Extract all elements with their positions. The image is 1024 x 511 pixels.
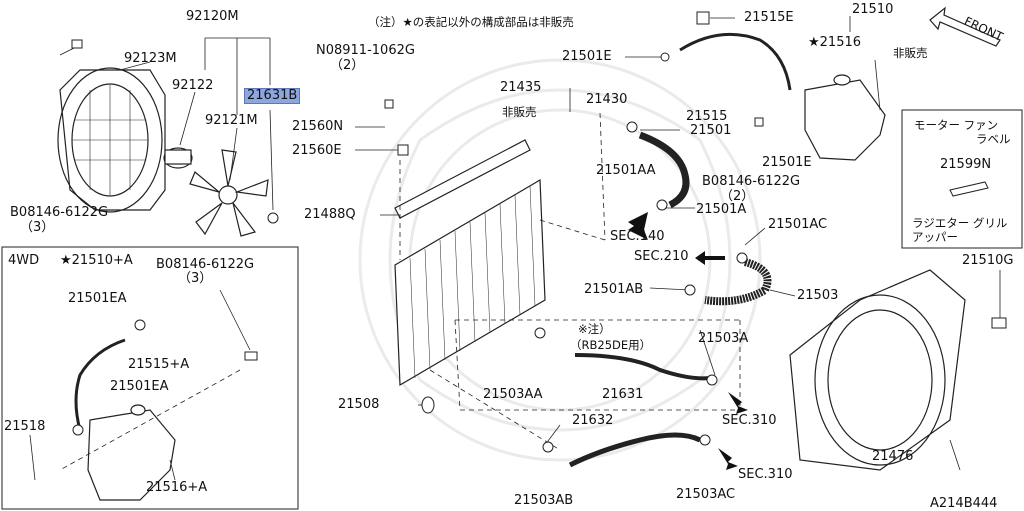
upper-hose-drawing: [638, 131, 690, 209]
radiator-drawing: [394, 139, 546, 387]
part-21435[interactable]: 21435: [500, 80, 542, 95]
part-08146-inset-qty: （3）: [178, 271, 213, 286]
bolts: [71, 11, 1007, 414]
part-21501A[interactable]: 21501A: [696, 202, 747, 217]
part-21515A[interactable]: 21515+A: [128, 357, 190, 372]
nut-drawing: [267, 212, 279, 224]
leader-lines: [29, 16, 1001, 481]
part-21510A[interactable]: ★21510+A: [60, 253, 133, 268]
ref-sec310-b[interactable]: SEC.310: [738, 467, 793, 482]
part-21501AC[interactable]: 21501AC: [768, 217, 828, 232]
part-21518[interactable]: 21518: [4, 419, 46, 434]
inset-4wd-title: 4WD: [8, 253, 40, 268]
fan-blade-drawing: [189, 149, 269, 237]
part-92120M[interactable]: 92120M: [186, 9, 239, 24]
part-21560N[interactable]: 21560N: [292, 119, 344, 134]
part-21501[interactable]: 21501: [690, 123, 732, 138]
part-21503AA[interactable]: 21503AA: [483, 387, 543, 402]
hose-21632-drawing: [568, 432, 702, 468]
part-21510[interactable]: 21510: [852, 2, 894, 17]
part-08146-inset[interactable]: B08146-6122G: [156, 257, 255, 272]
part-08146-left[interactable]: B08146-6122G: [10, 205, 109, 220]
label-box-line4: アッパー: [912, 230, 958, 244]
part-21503AB[interactable]: 21503AB: [514, 493, 574, 508]
part-21476[interactable]: 21476: [872, 449, 914, 464]
hose-21631-drawing: [574, 353, 711, 381]
part-21501EA-2[interactable]: 21501EA: [110, 379, 169, 394]
diagram-id: A214B444: [930, 496, 998, 511]
part-21503[interactable]: 21503: [797, 288, 839, 303]
part-08146-left-qty: （3）: [20, 220, 55, 235]
fan-shroud-drawing: [57, 67, 166, 213]
part-21632[interactable]: 21632: [572, 413, 614, 428]
part-21501E-mid[interactable]: 21501E: [762, 155, 812, 170]
not-sold-label-2: 非販売: [893, 46, 928, 60]
part-21516A[interactable]: 21516+A: [146, 480, 208, 495]
part-21501EA-1[interactable]: 21501EA: [68, 291, 127, 306]
front-arrow-icon: [929, 6, 1001, 47]
hose-clamps: [72, 52, 748, 453]
part-21631B-highlighted[interactable]: 21631B: [244, 88, 301, 104]
part-92121M[interactable]: 92121M: [205, 113, 258, 128]
part-21501AB[interactable]: 21501AB: [584, 282, 644, 297]
part-21501E-top[interactable]: 21501E: [562, 49, 612, 64]
inset-4wd-frame: [1, 246, 299, 510]
fan-motor-drawing: [163, 147, 193, 169]
part-21515[interactable]: 21515: [686, 109, 728, 124]
part-21488Q[interactable]: 21488Q: [304, 207, 356, 222]
overflow-hose-drawing: [679, 32, 792, 91]
ref-sec310-a[interactable]: SEC.310: [722, 413, 777, 428]
part-21503AC[interactable]: 21503AC: [676, 487, 736, 502]
part-21510G[interactable]: 21510G: [962, 253, 1014, 268]
not-sold-label-1: 非販売: [502, 105, 537, 119]
reservoir-tank-4wd-drawing: [87, 404, 176, 501]
part-92123M[interactable]: 92123M: [124, 51, 177, 66]
part-21430[interactable]: 21430: [586, 92, 628, 107]
part-92122[interactable]: 92122: [172, 78, 214, 93]
direction-arrows: [628, 212, 748, 470]
part-08146-mid[interactable]: B08146-6122G: [702, 174, 801, 189]
part-21516[interactable]: ★21516: [808, 35, 862, 50]
part-21501AA[interactable]: 21501AA: [596, 163, 656, 178]
label-box-line2: ラベル: [976, 132, 1011, 146]
radiator-shroud-drawing: [789, 269, 966, 471]
label-box-line3: ラジエター グリル: [912, 216, 1008, 230]
part-21631[interactable]: 21631: [602, 387, 644, 402]
label-sticker-icon: [949, 181, 989, 197]
top-note: （注）★の表記以外の構成部品は非販売: [368, 15, 574, 29]
reservoir-tank-drawing: [804, 74, 886, 161]
ref-sec210[interactable]: SEC.210: [634, 249, 689, 264]
note-rb25de-mark: ※注）: [578, 322, 611, 336]
part-08146-mid-qty: （2）: [720, 189, 755, 204]
note-rb25de: （RB25DE用）: [570, 338, 652, 352]
part-21508[interactable]: 21508: [338, 397, 380, 412]
hose-4wd-drawing: [74, 338, 126, 431]
part-21560E[interactable]: 21560E: [292, 143, 342, 158]
part-08911[interactable]: N08911-1062G: [316, 43, 415, 58]
ref-sec140[interactable]: SEC.140: [610, 229, 665, 244]
lower-hose-drawing: [704, 258, 772, 306]
dashed-lines: [59, 112, 741, 471]
part-08911-qty: （2）: [330, 58, 365, 73]
part-21515E[interactable]: 21515E: [744, 10, 794, 25]
label-box-line1: モーター ファン: [914, 118, 999, 132]
label-info-frame: [901, 109, 1023, 249]
part-21599N[interactable]: 21599N: [940, 157, 992, 172]
part-21503A[interactable]: 21503A: [698, 331, 749, 346]
